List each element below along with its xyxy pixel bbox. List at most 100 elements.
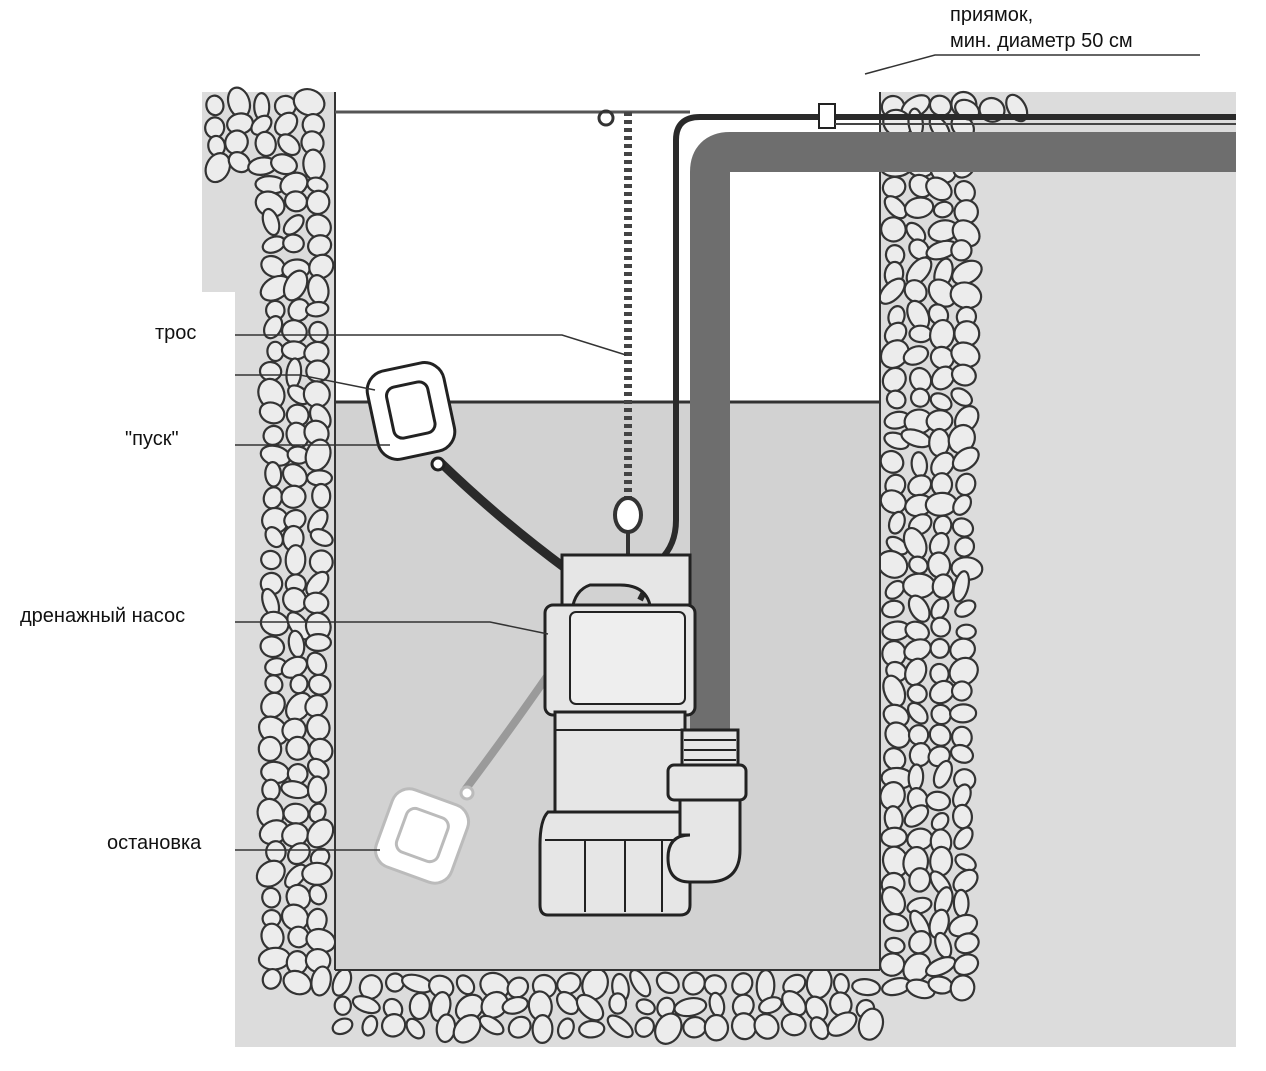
- gravel-stone: [902, 572, 936, 599]
- gravel-stone: [809, 1016, 830, 1041]
- gravel-stone: [949, 974, 976, 1002]
- gravel-stone: [758, 996, 783, 1015]
- gravel-stone: [654, 1012, 683, 1045]
- gravel-stone: [929, 392, 953, 412]
- cable-connector: [818, 103, 836, 129]
- gravel-stone: [909, 387, 931, 408]
- gravel-stone: [282, 586, 308, 614]
- gravel-stone: [929, 345, 955, 370]
- gravel-stone: [292, 88, 326, 117]
- start-label: "пуск": [125, 428, 179, 450]
- gravel-stone: [951, 517, 975, 538]
- gravel-stone: [952, 493, 973, 516]
- gravel-stone: [304, 632, 332, 652]
- gravel-stone: [310, 965, 332, 997]
- gravel-stone: [906, 701, 929, 725]
- sump-label-line1: приямок,: [950, 4, 1034, 26]
- leader-lines: [235, 54, 1200, 851]
- gravel-stone: [883, 321, 908, 346]
- gravel-stone: [308, 883, 328, 906]
- gravel-stone: [261, 778, 281, 802]
- gravel-stone: [907, 594, 931, 623]
- gravel-stone: [286, 842, 311, 866]
- outlet-fitting: [666, 728, 748, 884]
- start-float-window: [385, 380, 437, 440]
- gravel-stone: [480, 990, 509, 1019]
- gravel-stone: [304, 438, 332, 472]
- pump-mid: [553, 710, 687, 814]
- stop-float-window: [394, 806, 450, 864]
- gravel-stone: [361, 1014, 379, 1037]
- gravel-stone: [282, 269, 309, 302]
- gravel-stone: [954, 599, 977, 618]
- gravel-stone: [930, 365, 956, 391]
- stop-label: остановка: [107, 832, 202, 854]
- start-float-knob: [430, 456, 446, 472]
- gravel-stone: [384, 972, 406, 993]
- gravel-stone: [309, 528, 334, 547]
- gravel-stone: [673, 996, 708, 1018]
- gravel-stone: [277, 133, 301, 157]
- gravel-stone: [507, 1015, 532, 1039]
- gravel-stone: [908, 555, 929, 575]
- drainage-pump: [538, 553, 697, 917]
- rope-ring: [613, 496, 643, 534]
- gravel-stone: [952, 888, 970, 918]
- gravel-stone: [908, 930, 932, 955]
- gravel-stone: [270, 153, 298, 176]
- gravel-stone: [947, 423, 976, 455]
- gravel-stone: [949, 743, 975, 764]
- gravel-stone: [951, 446, 980, 472]
- gravel-stone: [878, 277, 906, 305]
- gravel-stone: [879, 449, 905, 474]
- stop-float: [373, 672, 552, 885]
- leader-start-1: [235, 374, 376, 391]
- gravel-stone: [953, 826, 974, 850]
- gravel-stone: [879, 339, 910, 370]
- gravel-stone: [884, 721, 911, 749]
- gravel-stone: [264, 526, 284, 549]
- sump-label-line2: мин. диаметр 50 см: [950, 30, 1133, 52]
- gravel-stone: [260, 549, 282, 571]
- gravel-stone: [303, 591, 330, 615]
- leader-pump: [235, 621, 549, 635]
- gravel-stone: [259, 610, 290, 637]
- gravel-stone: [932, 759, 953, 789]
- gravel-stone: [331, 1017, 354, 1036]
- gravel-stone: [575, 993, 605, 1022]
- gravel-stone: [284, 544, 307, 576]
- gravel-stone: [929, 637, 951, 659]
- gravel-stone: [280, 484, 307, 509]
- gravel-stone: [305, 189, 331, 216]
- gravel-stone: [351, 995, 381, 1015]
- gravel-stone: [951, 259, 983, 286]
- gravel-stone: [925, 956, 957, 978]
- gravel-stone: [782, 973, 807, 996]
- gravel-stone: [282, 802, 310, 825]
- elbow-pipe: [666, 798, 742, 884]
- gravel-stone: [261, 207, 281, 237]
- gravel-stone: [655, 971, 680, 995]
- gravel-stone: [885, 389, 907, 410]
- gravel-stone: [881, 599, 905, 619]
- gravel-stone: [556, 972, 582, 995]
- gravel-stone: [264, 461, 283, 488]
- gravel-stone: [273, 111, 299, 137]
- gravel-stone: [578, 1019, 606, 1039]
- gravel-stone: [302, 380, 331, 409]
- gravel-stone: [703, 1013, 730, 1042]
- start-float-cable: [436, 458, 568, 572]
- start-float: [365, 361, 568, 572]
- gravel-stone: [304, 300, 330, 318]
- pump-base: [538, 810, 692, 917]
- gravel-stone: [333, 995, 353, 1016]
- gravel-stone: [608, 992, 628, 1015]
- gravel-stone: [902, 345, 930, 366]
- gravel-stone: [280, 903, 310, 932]
- gravel-stone: [950, 363, 977, 387]
- stop-float-cable: [461, 672, 552, 793]
- gravel-stone: [556, 1017, 575, 1040]
- pump-label: дренажный насос: [20, 605, 186, 627]
- gravel-stone: [928, 679, 956, 705]
- gravel-stone: [261, 968, 282, 990]
